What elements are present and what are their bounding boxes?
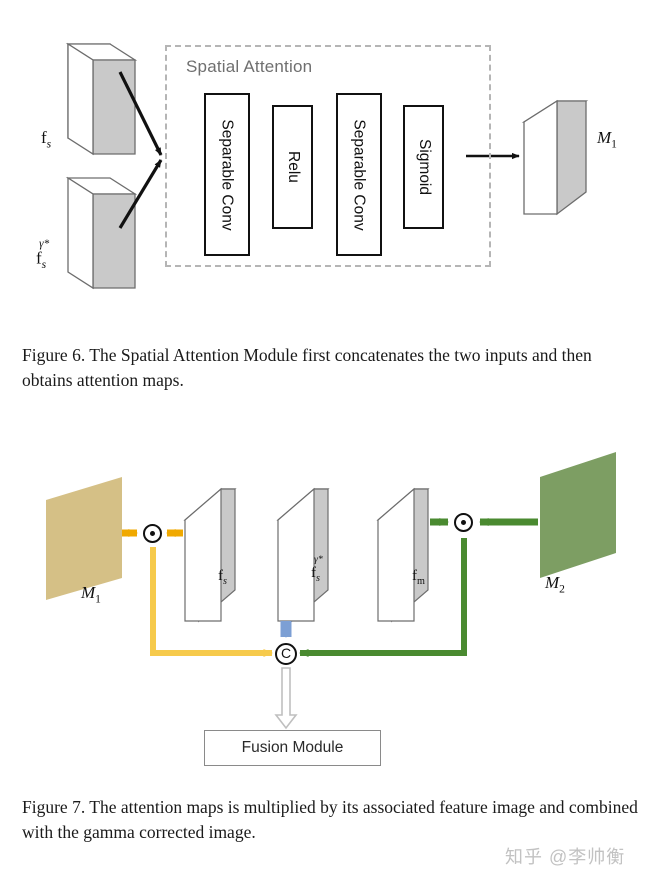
layer-box-relu[interactable]: Relu <box>272 105 313 229</box>
figure-7-diagram: C Fusion Module M1 M2 fs fsγ* fm <box>0 425 663 775</box>
figure-6-vector-layer <box>65 42 589 290</box>
layer-box-separable-conv-2[interactable]: Separable Conv <box>336 93 382 256</box>
label-M2-fig7: M2 <box>545 573 565 596</box>
layer-label-sigmoid: Sigmoid <box>415 139 433 195</box>
label-M1-fig7: M1 <box>81 583 101 606</box>
attention-map-slab-M1 <box>521 99 589 216</box>
label-fs-fig7: fs <box>218 568 227 587</box>
figure-6-diagram: Spatial Attention Separable Conv Relu Se… <box>0 0 663 320</box>
path-multiply-left-to-concat <box>150 547 273 657</box>
watermark: 知乎 @李帅衡 <box>505 847 626 867</box>
figure-6-caption: Figure 6. The Spatial Attention Module f… <box>22 345 592 390</box>
fusion-module-label: Fusion Module <box>241 739 344 756</box>
feature-slab-fm <box>376 487 430 623</box>
spatial-attention-title: Spatial Attention <box>186 57 313 76</box>
concat-glyph: C <box>280 645 292 661</box>
operator-multiply-right[interactable] <box>454 513 473 532</box>
label-fs-gamma-fig7: fsγ* <box>311 554 323 584</box>
layer-label-relu: Relu <box>284 151 302 183</box>
multiply-dot-icon <box>461 520 466 525</box>
path-multiply-right-to-concat <box>299 538 467 657</box>
layer-label-separable-conv-1: Separable Conv <box>219 118 237 231</box>
feature-slab-fs-gamma-fig7 <box>276 487 330 623</box>
arrow-fsgamma-to-module <box>118 159 163 229</box>
feature-slab-fs-fig7 <box>183 487 237 623</box>
fusion-module-box[interactable]: Fusion Module <box>204 730 381 766</box>
attention-map-M1-plane <box>46 477 122 600</box>
label-fs-gamma: fsγ* <box>36 238 50 272</box>
layer-box-sigmoid[interactable]: Sigmoid <box>403 105 444 229</box>
label-fm-fig7: fm <box>412 568 425 587</box>
feature-slab-fs-gamma <box>65 176 138 290</box>
spatial-attention-module-boundary <box>165 45 491 267</box>
operator-multiply-left[interactable] <box>143 524 162 543</box>
feature-slab-fs <box>65 42 138 156</box>
label-fs: fs <box>41 128 52 151</box>
layer-box-separable-conv-1[interactable]: Separable Conv <box>204 93 250 256</box>
arrow-concat-to-fusion <box>274 667 298 730</box>
multiply-dot-icon <box>150 531 155 536</box>
label-M1-fig6: M1 <box>597 128 617 151</box>
arrow-fs-to-module <box>118 71 163 156</box>
attention-map-M2-plane <box>540 452 616 578</box>
figure-7-vector-layer <box>46 452 616 730</box>
figure-7-caption: Figure 7. The attention maps is multipli… <box>22 797 638 842</box>
operator-concat[interactable]: C <box>275 643 297 665</box>
layer-label-separable-conv-2: Separable Conv <box>351 118 369 231</box>
